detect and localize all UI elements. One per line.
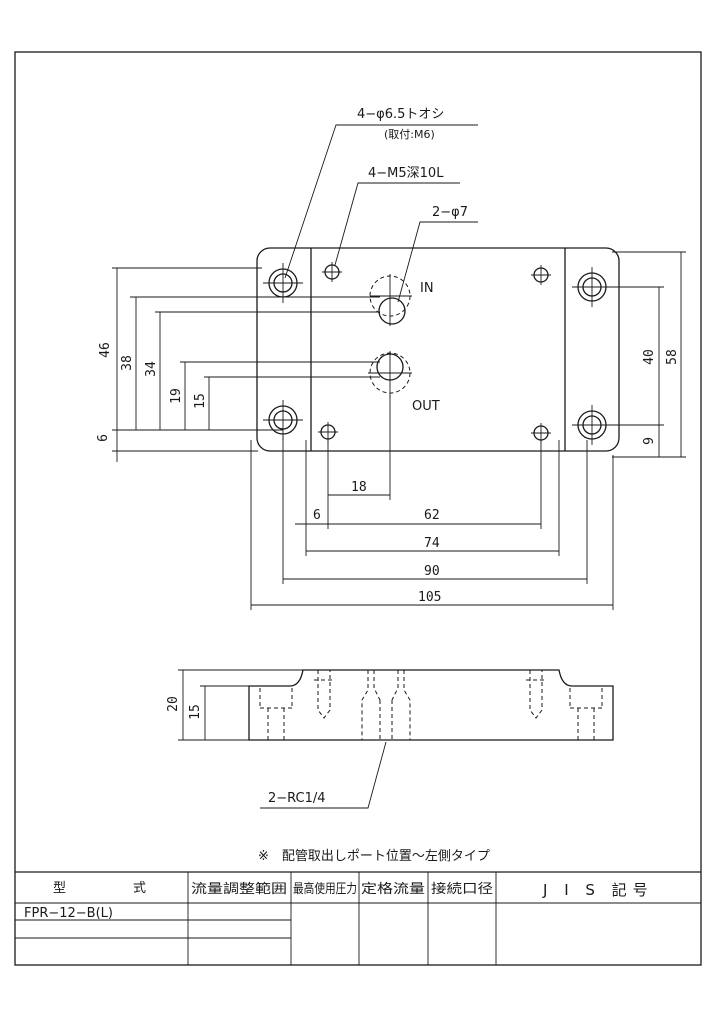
port-in: [369, 274, 412, 326]
dim-18: 18: [351, 480, 367, 495]
dim-58: 58: [665, 349, 680, 365]
sheet-border: [14, 51, 702, 966]
dim-6-vertical: 6: [96, 434, 111, 442]
dim-105: 105: [418, 590, 441, 605]
port-out: [368, 351, 412, 398]
mounting-hole-tr: [572, 267, 612, 307]
leader-rc-spec: [260, 741, 387, 809]
model-value: FPR−12−B(L): [24, 906, 113, 921]
dim-90: 90: [424, 564, 440, 579]
mounting-hole-br: [572, 405, 612, 445]
callout-hole-spec: 4−φ6.5トオシ: [357, 107, 444, 122]
side-view: 20 15 2−RC1/4: [166, 669, 614, 809]
port-out-label: OUT: [412, 399, 440, 414]
rc-port: [361, 670, 411, 740]
dim-38: 38: [120, 355, 135, 371]
header-rated-flow: 定格流量: [361, 881, 425, 897]
side-profile: [248, 669, 614, 741]
leader-tap-spec: [334, 182, 460, 266]
tap-hole-bl: [318, 422, 338, 442]
callout-tap-spec: 4−M5深10L: [368, 166, 444, 181]
plate-outline: [256, 247, 620, 452]
leader-hole-spec: [284, 124, 478, 279]
callout-rc-spec: 2−RC1/4: [268, 791, 326, 806]
dim-34: 34: [144, 361, 159, 377]
port-in-label: IN: [420, 281, 434, 296]
dim-side-20: 20: [166, 696, 181, 712]
dim-62: 62: [424, 508, 440, 523]
dim-74: 74: [424, 536, 440, 551]
tap-hole-tr: [531, 265, 551, 285]
header-jis-symbol: J I S 記号: [542, 881, 654, 899]
counterbore-left: [259, 688, 293, 740]
callout-hole-note: (取付:M6): [384, 128, 435, 141]
right-dimensions: [612, 251, 686, 458]
dim-40: 40: [642, 349, 657, 365]
header-flow-range: 流量調整範囲: [191, 882, 287, 897]
bottom-dimensions: [250, 395, 614, 610]
dim-side-15: 15: [188, 704, 203, 720]
dim-19: 19: [169, 388, 184, 404]
left-dimensions: [112, 267, 380, 462]
counterbore-right: [569, 688, 603, 740]
header-max-pressure: 最高使用圧力: [293, 881, 357, 897]
dim-46: 46: [98, 342, 113, 358]
header-model-2: 式: [133, 881, 146, 896]
spec-table: [15, 871, 701, 965]
mounting-hole-bl: [263, 400, 303, 440]
header-model: 型: [53, 881, 66, 896]
top-view: IN OUT 4−φ6.5トオシ (取付:M6) 4−M5深10L 2−φ7 4…: [96, 107, 686, 610]
tap-hole-tl: [322, 262, 342, 282]
side-tap-left: [314, 670, 334, 719]
port-position-note: ※ 配管取出しポート位置〜左側タイプ: [258, 849, 490, 864]
dim-6-horizontal: 6: [313, 508, 321, 523]
dim-15: 15: [193, 393, 208, 409]
leader-port-spec: [397, 221, 478, 303]
callout-port-spec: 2−φ7: [432, 205, 468, 220]
side-tap-right: [526, 670, 546, 719]
dim-9: 9: [642, 437, 657, 445]
header-port-size: 接続口径: [431, 881, 493, 897]
